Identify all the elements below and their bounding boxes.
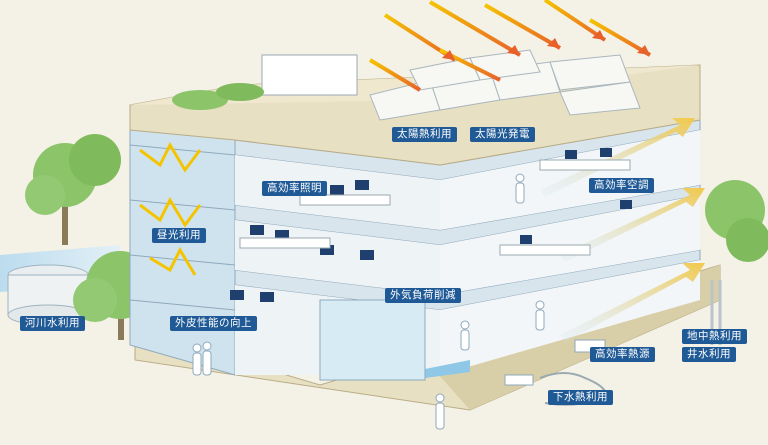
label-geothermal: 地中熱利用 — [682, 329, 747, 344]
label-efficient-lighting: 高効率照明 — [262, 181, 327, 196]
label-envelope: 外皮性能の向上 — [170, 316, 257, 331]
label-daylight: 昼光利用 — [152, 228, 206, 243]
label-solar-power: 太陽光発電 — [470, 127, 535, 142]
person-icon — [192, 173, 545, 430]
tree-icon — [705, 180, 768, 262]
daylight-arrow-icon — [139, 141, 202, 173]
label-sewage-heat: 下水熱利用 — [548, 390, 613, 405]
label-efficient-ac: 高効率空調 — [589, 178, 654, 193]
entrance — [319, 299, 426, 381]
sun-ray-arrow-icon — [368, 0, 652, 92]
label-outdoor-air-load: 外気負荷削減 — [385, 288, 461, 303]
label-solar-heat: 太陽熱利用 — [392, 127, 457, 142]
label-river-water: 河川水利用 — [20, 316, 85, 331]
tree-icon — [25, 134, 121, 245]
label-well-water: 井水利用 — [682, 347, 736, 362]
desks — [239, 159, 631, 256]
air-flow-arrow-icon — [410, 118, 705, 380]
label-efficient-heat-source: 高効率熱源 — [590, 347, 655, 362]
